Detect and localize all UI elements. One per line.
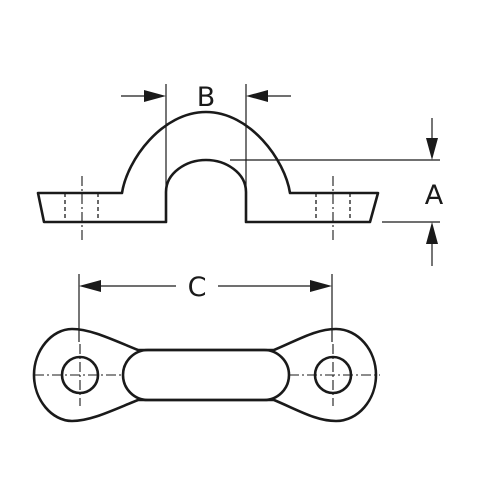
a-arrow-bottom [426, 222, 438, 244]
dimension-a: A [230, 118, 444, 266]
b-arrow-right [246, 90, 268, 102]
b-arrow-left [144, 90, 166, 102]
c-arrow-right [310, 280, 332, 292]
c-arrow-left [79, 280, 101, 292]
side-view-outline [36, 110, 380, 224]
dimension-b-label: B [197, 82, 216, 113]
a-arrow-top [426, 138, 438, 160]
dimension-c: C [78, 272, 333, 342]
top-view-loop [121, 348, 291, 402]
dimension-b: B [121, 82, 291, 188]
side-view [36, 110, 380, 240]
top-view-outline [32, 327, 378, 423]
top-view [32, 327, 380, 423]
dimension-a-label: A [425, 180, 444, 211]
dimension-c-label: C [188, 272, 207, 303]
